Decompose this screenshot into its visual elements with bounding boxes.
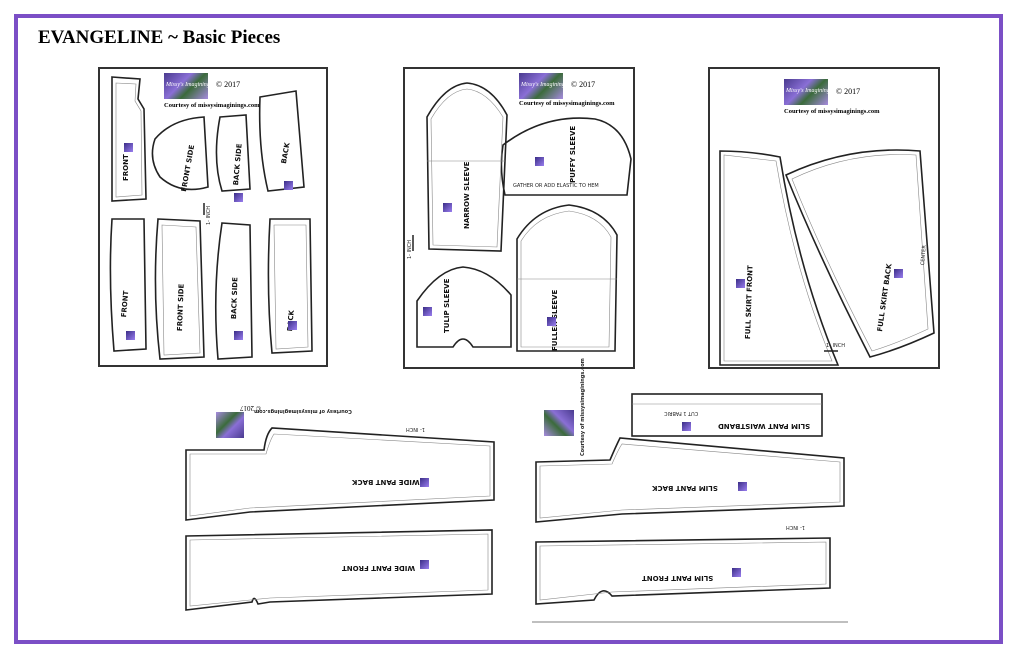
copyright-text: © 2017 <box>836 87 861 96</box>
pattern-sheet-bodice: Missy's Imaginings © 2017 Courtesy of mi… <box>98 67 328 367</box>
pattern-sheet-slim-pants: Courtesy of missysimaginings.com SLIM PA… <box>532 358 852 626</box>
sleeve-outlines <box>412 82 632 352</box>
wide-pant-outlines <box>185 427 495 611</box>
courtesy-text: Courtesy of missysimaginings.com <box>164 102 260 109</box>
pattern-sheet-sleeves: Missy's Imaginings © 2017 Courtesy of mi… <box>403 67 635 369</box>
copyright-text: © 2017 <box>571 80 596 89</box>
logo-mini-icon <box>423 307 432 316</box>
logo-mini-icon <box>234 193 243 202</box>
piece-label-slim-pant-back: SLIM PANT BACK <box>652 484 718 492</box>
courtesy-text: Courtesy of missysimaginings.com <box>580 358 586 456</box>
scale-inch-label: 1- INCH <box>407 239 413 259</box>
brand-logo-image: Missy's Imaginings <box>784 79 832 105</box>
logo-mini-icon <box>234 331 243 340</box>
piece-label-puffy-sleeve: PUFFY SLEEVE <box>569 125 577 183</box>
logo-mini-icon <box>443 203 452 212</box>
logo-mini-icon <box>288 321 297 330</box>
courtesy-text: Courtesy of missysimaginings.com <box>519 100 615 107</box>
logo-mini-icon <box>124 143 133 152</box>
scale-inch-label: 1- INCH <box>206 205 212 225</box>
logo-mini-icon <box>535 157 544 166</box>
piece-label-front-side-2: FRONT SIDE <box>176 283 186 332</box>
logo-mini-icon <box>736 279 745 288</box>
brand-logo-image: Missy's Imaginings <box>164 73 212 99</box>
courtesy-text: Courtesy of missysimaginings.com <box>254 408 352 414</box>
copyright-text: © 2017 <box>216 80 241 89</box>
piece-label-wide-pant-front: WIDE PANT FRONT <box>342 564 416 572</box>
scale-inch-label: 1- INCH <box>406 426 426 432</box>
logo-mini-icon <box>732 568 741 577</box>
piece-label-wide-pant-back: WIDE PANT BACK <box>352 478 420 486</box>
piece-label-front: FRONT <box>122 154 130 181</box>
logo-mini-icon <box>682 422 691 431</box>
logo-mini-icon <box>547 317 556 326</box>
logo-mini-icon <box>738 482 747 491</box>
piece-label-slim-pant-front: SLIM PANT FRONT <box>642 574 714 582</box>
logo-mini-icon <box>420 560 429 569</box>
logo-mini-icon <box>894 269 903 278</box>
brand-logo-image <box>544 410 574 436</box>
piece-label-tulip-sleeve: TULIP SLEEVE <box>443 278 451 333</box>
page-frame <box>14 14 1003 644</box>
piece-label-back-side-2: BACK SIDE <box>230 277 240 320</box>
scale-inch-label: 1- INCH <box>786 524 806 530</box>
slim-pant-outlines <box>532 393 848 623</box>
pattern-sheet-wide-pants: © 2017 Courtesy of missysimaginings.com … <box>180 398 500 626</box>
logo-mini-icon <box>284 181 293 190</box>
brand-logo-image <box>216 412 244 438</box>
cut-fabric-note: CUT 1 FABRIC <box>664 410 699 416</box>
scale-inch-label: 1- INCH <box>826 343 846 349</box>
logo-mini-icon <box>126 331 135 340</box>
pattern-sheet-skirt: Missy's Imaginings © 2017 Courtesy of mi… <box>708 67 940 369</box>
brand-logo-image: Missy's Imaginings <box>519 73 567 99</box>
gather-note-text: GATHER OR ADD ELASTIC TO HEM <box>513 183 599 189</box>
piece-label-slim-pant-waistband: SLIM PANT WAISTBAND <box>718 422 811 430</box>
skirt-outlines <box>719 149 935 366</box>
piece-label-narrow-sleeve: NARROW SLEEVE <box>463 161 471 229</box>
courtesy-text: Courtesy of missysimaginings.com <box>784 108 880 115</box>
page-title: EVANGELINE ~ Basic Pieces <box>38 27 281 48</box>
logo-mini-icon <box>420 478 429 487</box>
